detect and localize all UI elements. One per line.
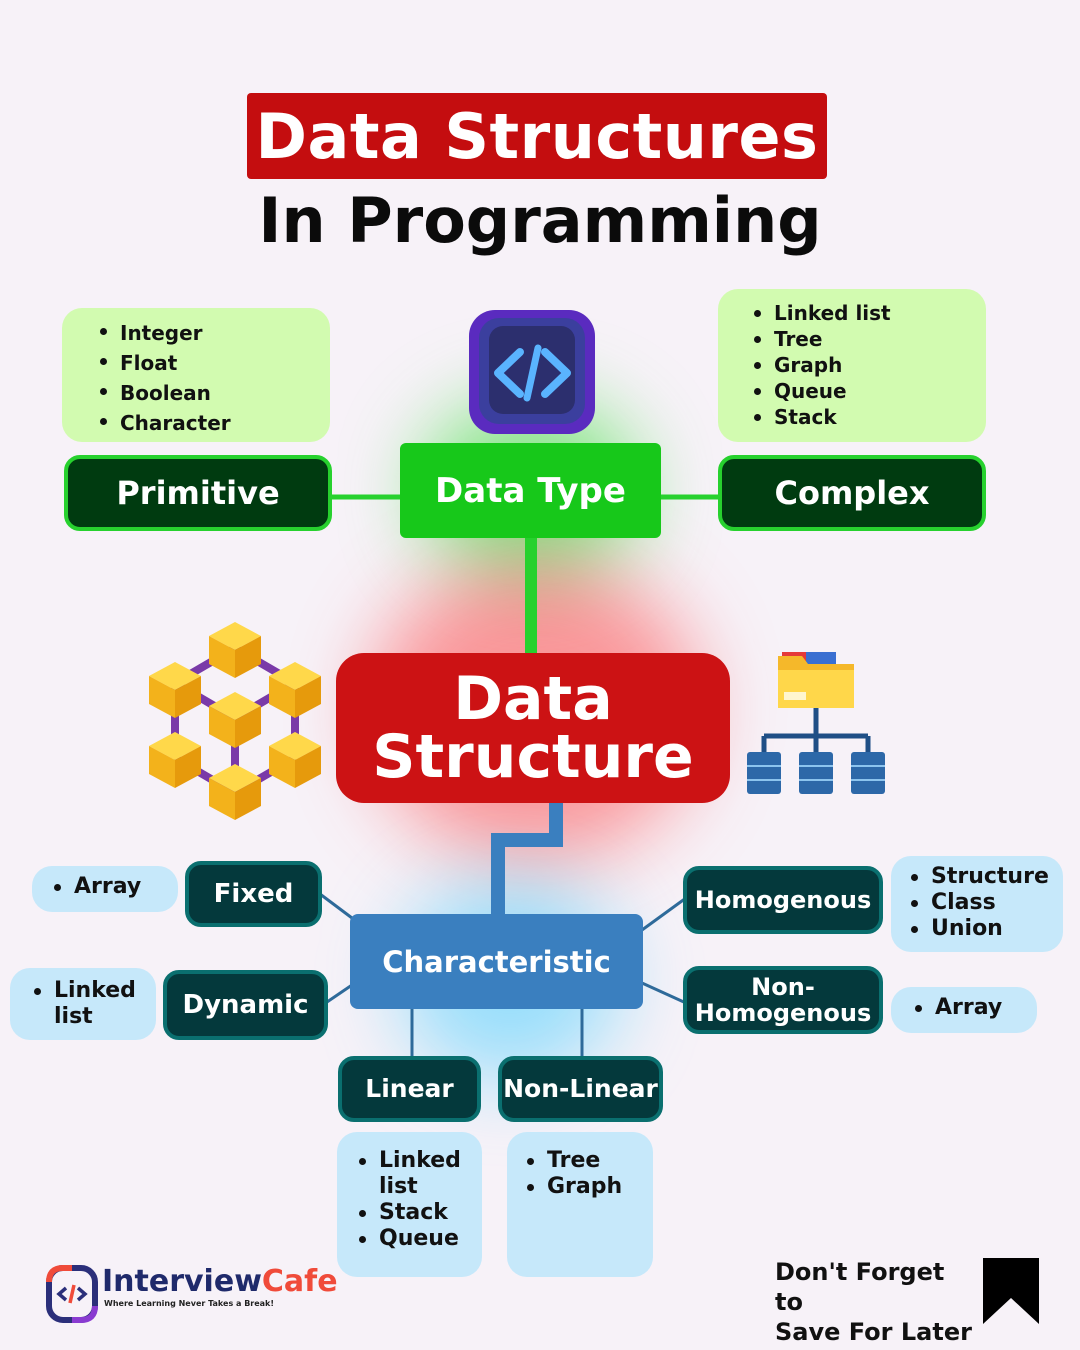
- list-item: Integer: [98, 318, 330, 348]
- save-reminder: Don't Forget to Save For Later: [775, 1257, 975, 1347]
- bookmark-icon: [983, 1258, 1041, 1326]
- data-structure-line-1: Data: [453, 664, 613, 734]
- data-structure-node: Data Structure: [336, 653, 730, 803]
- homogenous-node: Homogenous: [683, 866, 883, 934]
- list-item: Queue: [357, 1226, 482, 1252]
- title-line-1: Data Structures: [247, 93, 827, 179]
- non-homogenous-line-1: Non-: [751, 973, 815, 1001]
- list-item: Linked list: [357, 1148, 461, 1200]
- title-line-2: In Programming: [258, 183, 822, 257]
- primitive-items: Integer Float Boolean Character: [62, 308, 330, 442]
- brand-name: InterviewCafe: [102, 1264, 338, 1299]
- homogenous-items: Structure Class Union: [891, 856, 1063, 952]
- brand-logo-icon: [46, 1262, 98, 1324]
- linear-items: Linked list Stack Queue: [337, 1132, 482, 1277]
- non-homogenous-line-2: Homogenous: [694, 999, 872, 1027]
- list-item: Linked list: [752, 300, 986, 326]
- brand-name-part-1: Interview: [102, 1264, 262, 1299]
- brand-name-part-2: Cafe: [261, 1264, 338, 1299]
- linear-node: Linear: [338, 1056, 481, 1122]
- complex-node: Complex: [718, 455, 986, 531]
- primitive-node: Primitive: [64, 455, 332, 531]
- list-item: Array: [913, 995, 1037, 1021]
- list-item: Stack: [752, 404, 986, 430]
- list-item: Stack: [357, 1200, 482, 1226]
- save-reminder-line-2: Save For Later: [775, 1318, 972, 1346]
- list-item: Boolean: [98, 378, 330, 408]
- list-item: Queue: [752, 378, 986, 404]
- dynamic-node: Dynamic: [163, 970, 328, 1040]
- non-homogenous-items: Array: [891, 987, 1037, 1033]
- data-type-node: Data Type: [400, 443, 661, 538]
- non-linear-node: Non-Linear: [498, 1056, 663, 1122]
- list-item: Tree: [525, 1148, 653, 1174]
- list-item: Graph: [752, 352, 986, 378]
- list-item: Union: [909, 916, 1063, 942]
- save-reminder-line-1: Don't Forget to: [775, 1258, 945, 1316]
- list-item: Class: [909, 890, 1063, 916]
- list-item: Structure: [909, 864, 1063, 890]
- folder-tree-icon: [744, 650, 886, 798]
- list-item: Character: [98, 408, 330, 438]
- list-item: Float: [98, 348, 330, 378]
- list-item: Tree: [752, 326, 986, 352]
- non-homogenous-node: Non- Homogenous: [683, 966, 883, 1034]
- non-linear-items: Tree Graph: [507, 1132, 653, 1277]
- brand-tagline: Where Learning Never Takes a Break!: [104, 1299, 275, 1308]
- dynamic-items: Linked list: [10, 968, 156, 1040]
- complex-items: Linked list Tree Graph Queue Stack: [718, 289, 986, 442]
- code-icon: [465, 306, 599, 438]
- data-structure-line-2: Structure: [372, 722, 694, 792]
- fixed-items: Array: [32, 866, 178, 912]
- characteristic-node: Characteristic: [350, 914, 643, 1009]
- list-item: Graph: [525, 1174, 653, 1200]
- fixed-node: Fixed: [185, 861, 322, 927]
- cube-network-icon: [140, 618, 330, 823]
- list-item: Linked list: [32, 978, 136, 1030]
- list-item: Array: [52, 874, 178, 900]
